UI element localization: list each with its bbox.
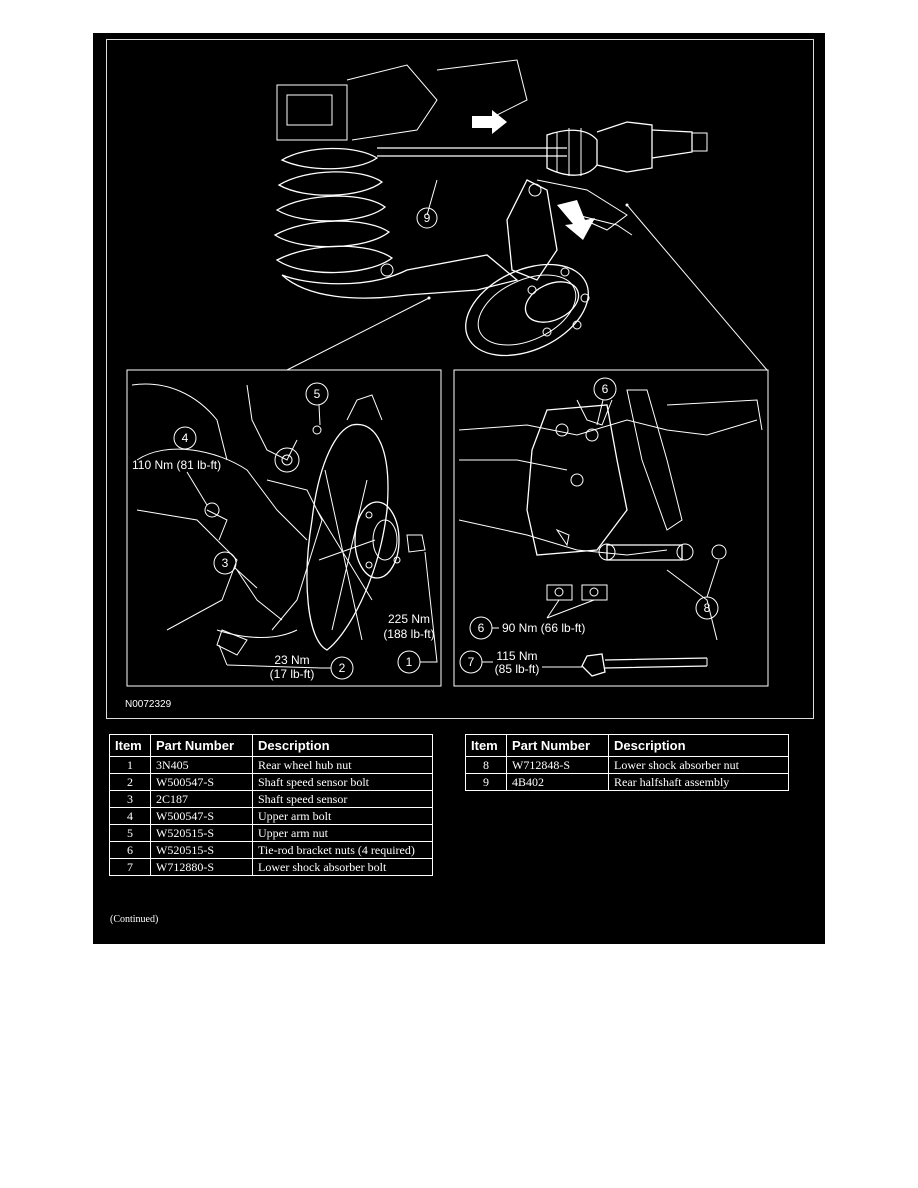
callout-8: 8 (704, 601, 711, 615)
table-row: 8 W712848-S Lower shock absorber nut (465, 756, 789, 774)
part-number-cell: 3N405 (150, 756, 253, 774)
torque-6: 90 Nm (66 lb-ft) (502, 621, 585, 635)
figure-id: N0072329 (125, 699, 172, 710)
callout-5: 5 (314, 387, 321, 401)
header-part-number: Part Number (150, 734, 253, 757)
description-cell: Lower shock absorber bolt (252, 858, 433, 876)
part-number-cell: 2C187 (150, 790, 253, 808)
detail-view-right (453, 369, 769, 687)
parts-table-right: Item Part Number Description 8 W712848-S… (465, 734, 789, 791)
header-description: Description (608, 734, 789, 757)
part-number-cell: W520515-S (150, 841, 253, 859)
callout-6-top: 6 (602, 382, 609, 396)
torque-7-line2: (85 lb-ft) (495, 662, 540, 676)
torque-1-line2: (188 lb-ft) (383, 627, 434, 641)
torque-2-line2: (17 lb-ft) (270, 667, 315, 681)
item-cell: 8 (465, 756, 507, 774)
description-cell: Tie-rod bracket nuts (4 required) (252, 841, 433, 859)
callout-1: 1 (406, 655, 413, 669)
description-cell: Rear halfshaft assembly (608, 773, 789, 791)
main-assembly-drawing: 9 (273, 59, 768, 371)
table-row: 4 W500547-S Upper arm bolt (109, 807, 433, 825)
table-row: 7 W712880-S Lower shock absorber bolt (109, 858, 433, 876)
table-header-row: Item Part Number Description (465, 734, 789, 757)
header-description: Description (252, 734, 433, 757)
item-cell: 7 (109, 858, 151, 876)
table-row: 2 W500547-S Shaft speed sensor bolt (109, 773, 433, 791)
suspension-illustration: 9 (125, 59, 769, 710)
part-number-cell: W712848-S (506, 756, 609, 774)
detail-view-left (126, 369, 442, 687)
table-row: 9 4B402 Rear halfshaft assembly (465, 773, 789, 791)
callout-9: 9 (424, 211, 431, 225)
item-cell: 1 (109, 756, 151, 774)
part-number-cell: 4B402 (506, 773, 609, 791)
item-cell: 9 (465, 773, 507, 791)
callout-4: 4 (182, 431, 189, 445)
table-row: 6 W520515-S Tie-rod bracket nuts (4 requ… (109, 841, 433, 859)
part-number-cell: W500547-S (150, 773, 253, 791)
left-detail-drawing: 5 4 110 Nm (81 lb-ft) 3 225 Nm (188 lb-f… (131, 382, 438, 681)
item-cell: 4 (109, 807, 151, 825)
description-cell: Upper arm bolt (252, 807, 433, 825)
torque-7-line1: 115 Nm (496, 649, 537, 663)
item-cell: 2 (109, 773, 151, 791)
callout-7: 7 (468, 655, 475, 669)
callout-2: 2 (339, 661, 346, 675)
header-item: Item (465, 734, 507, 757)
item-cell: 6 (109, 841, 151, 859)
part-number-cell: W500547-S (150, 807, 253, 825)
description-cell: Upper arm nut (252, 824, 433, 842)
description-cell: Shaft speed sensor (252, 790, 433, 808)
callout-6-bottom: 6 (478, 621, 485, 635)
description-cell: Shaft speed sensor bolt (252, 773, 433, 791)
table-row: 5 W520515-S Upper arm nut (109, 824, 433, 842)
header-part-number: Part Number (506, 734, 609, 757)
part-number-cell: W712880-S (150, 858, 253, 876)
table-row: 1 3N405 Rear wheel hub nut (109, 756, 433, 774)
torque-2-line1: 23 Nm (274, 653, 309, 667)
description-cell: Rear wheel hub nut (252, 756, 433, 774)
table-header-row: Item Part Number Description (109, 734, 433, 757)
item-cell: 5 (109, 824, 151, 842)
callout-3: 3 (222, 556, 229, 570)
table-row: 3 2C187 Shaft speed sensor (109, 790, 433, 808)
item-cell: 3 (109, 790, 151, 808)
parts-table-left: Item Part Number Description 1 3N405 Rea… (109, 734, 433, 876)
part-number-cell: W520515-S (150, 824, 253, 842)
torque-1-line1: 225 Nm (388, 612, 430, 626)
exploded-view-figure: 9 (106, 39, 814, 719)
torque-4: 110 Nm (81 lb-ft) (132, 458, 221, 472)
description-cell: Lower shock absorber nut (608, 756, 789, 774)
right-detail-drawing: 6 8 6 90 Nm (66 lb-ft) 7 115 Nm (85 lb-f… (458, 377, 763, 677)
header-item: Item (109, 734, 151, 757)
continued-note: (Continued) (110, 914, 159, 925)
